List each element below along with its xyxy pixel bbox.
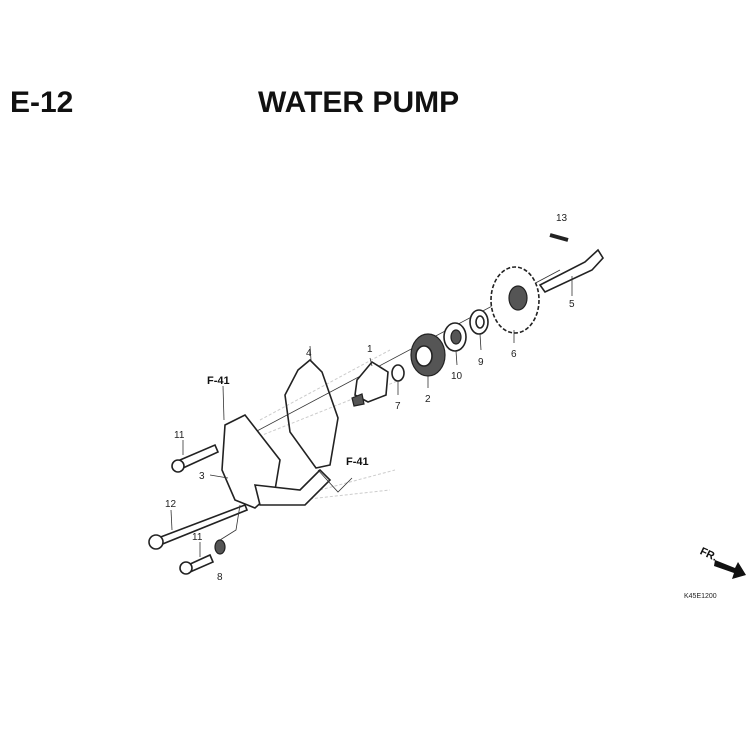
callout-10: 10 xyxy=(451,371,463,382)
callout-6: 6 xyxy=(511,349,517,360)
front-direction-arrow-icon: FR. xyxy=(698,545,746,579)
section-code: E-12 xyxy=(10,86,74,119)
ref-leader-a xyxy=(222,385,225,421)
part-10-bearing xyxy=(443,322,467,366)
page-title: WATER PUMP xyxy=(258,86,460,119)
part-3-pump-cover xyxy=(209,413,332,509)
part-11-bolt-upper xyxy=(171,440,220,473)
callout-11-upper: 11 xyxy=(174,430,185,441)
ref-leader-b xyxy=(317,469,353,493)
callout-7: 7 xyxy=(395,401,401,412)
engine-ghost-outline xyxy=(249,349,401,501)
callout-9: 9 xyxy=(478,357,484,368)
part-13-pin xyxy=(549,233,569,242)
callout-8: 8 xyxy=(217,572,223,583)
part-11-bolt-lower xyxy=(179,542,215,575)
callout-12: 12 xyxy=(165,499,177,510)
diagram-code: K45E1200 xyxy=(684,593,717,600)
part-8-washer xyxy=(214,504,241,555)
reference-f41-a: F-41 xyxy=(207,375,230,387)
part-12-bolt-long xyxy=(148,503,249,550)
part-5-shaft xyxy=(538,248,605,296)
callout-3: 3 xyxy=(199,471,205,482)
callout-1: 1 xyxy=(367,344,373,355)
callout-4: 4 xyxy=(306,348,312,359)
callout-11-lower: 11 xyxy=(192,532,203,543)
callout-2: 2 xyxy=(425,394,431,405)
part-9-washer xyxy=(469,309,489,351)
callout-5: 5 xyxy=(569,299,575,310)
part-4-gasket xyxy=(284,345,339,469)
part-2-seal xyxy=(410,333,446,388)
part-1-impeller xyxy=(351,357,389,407)
part-7-washer xyxy=(391,364,405,395)
part-6-gear xyxy=(490,266,540,343)
callout-13: 13 xyxy=(556,213,568,224)
reference-f41-b: F-41 xyxy=(346,456,369,468)
